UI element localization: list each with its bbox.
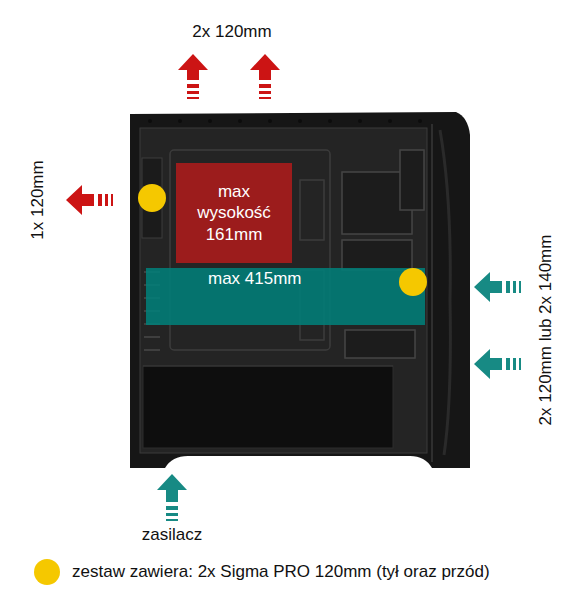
clearance-box: max wysokość 161mm — [176, 163, 292, 263]
top-holes — [148, 119, 422, 123]
front-panel-curve — [440, 130, 450, 455]
pc-case — [130, 112, 470, 468]
length-band: max 415mm — [146, 268, 425, 325]
fan-size-label: 2x 120mm lub 2x 140mm — [536, 235, 556, 426]
case-body — [130, 112, 470, 468]
psu-shroud — [143, 366, 393, 448]
psu-shroud-edge — [143, 366, 393, 367]
rear-fan-opening — [142, 158, 162, 238]
top-arrow — [178, 54, 208, 99]
rear-arrow — [66, 185, 113, 215]
fan-size-label: 1x 120mm — [28, 160, 48, 239]
case-feet-gap — [165, 456, 432, 468]
dimension-text: max 415mm — [208, 268, 302, 289]
legend-text: zestaw zawiera: 2x Sigma PRO 120mm (tył … — [72, 562, 490, 582]
top-arrow — [250, 54, 280, 99]
case-interior — [140, 128, 427, 453]
fan-marker — [138, 184, 166, 212]
fan-marker — [399, 268, 427, 296]
psu-label: zasilacz — [142, 525, 202, 545]
front-panel-edge — [431, 124, 433, 462]
drive-bays — [342, 150, 424, 358]
dimension-text: max wysokość 161mm — [186, 181, 282, 245]
front-arrow — [474, 272, 521, 302]
legend-swatch — [34, 559, 60, 585]
fan-size-label: 2x 120mm — [192, 22, 271, 42]
psu-arrow — [157, 474, 187, 521]
front-arrow — [474, 349, 521, 379]
